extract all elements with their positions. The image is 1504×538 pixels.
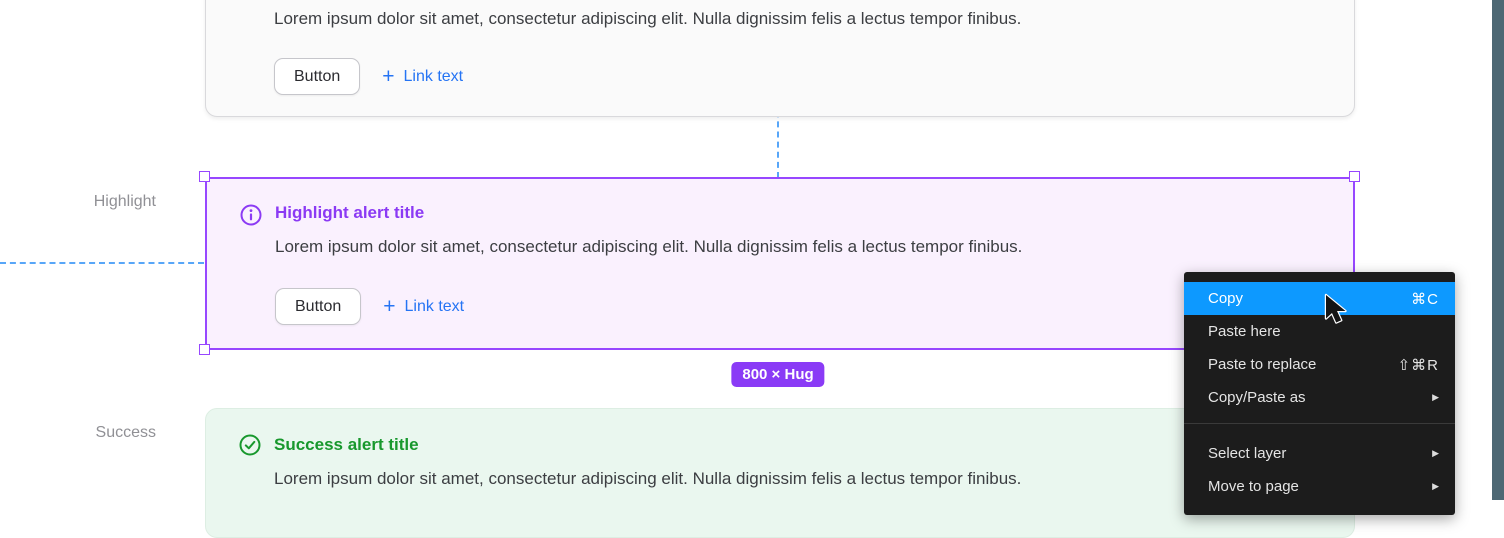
horizontal-alignment-guide [0,262,204,264]
menu-item-label: Move to page [1208,478,1299,495]
alert-link[interactable]: + Link text [382,66,463,87]
menu-item-select-layer[interactable]: Select layer ▶ [1184,437,1455,470]
menu-item-copy[interactable]: Copy ⌘C [1184,282,1455,315]
alert-link[interactable]: + Link text [383,296,464,317]
success-alert-card[interactable]: Success alert title Lorem ipsum dolor si… [205,408,1355,538]
menu-item-move-to-page[interactable]: Move to page ▶ [1184,470,1455,503]
success-alert-title: Success alert title [274,435,419,454]
highlight-row-label: Highlight [93,193,156,210]
alert-body-text: Lorem ipsum dolor sit amet, consectetur … [274,9,1022,28]
menu-item-paste-here[interactable]: Paste here [1184,315,1455,348]
info-circle-icon [240,204,262,226]
success-row-label: Success [95,424,156,441]
plus-icon: + [382,65,395,88]
alert-link-label: Link text [404,297,465,315]
default-alert-card[interactable]: Lorem ipsum dolor sit amet, consectetur … [205,0,1355,117]
selection-handle-bottom-left[interactable] [199,344,210,355]
alert-body-text: Lorem ipsum dolor sit amet, consectetur … [275,237,1023,256]
menu-separator [1184,423,1455,424]
selection-handle-top-left[interactable] [199,171,210,182]
menu-item-shortcut: ⌘C [1411,290,1439,308]
highlight-alert-title: Highlight alert title [275,203,425,222]
menu-item-label: Copy [1208,290,1244,307]
alert-body-text: Lorem ipsum dolor sit amet, consectetur … [274,469,1022,488]
menu-item-label: Select layer [1208,445,1287,462]
menu-item-paste-to-replace[interactable]: Paste to replace ⇧⌘R [1184,348,1455,381]
submenu-arrow-icon: ▶ [1432,448,1439,458]
check-circle-icon [239,434,261,456]
alert-link-label: Link text [403,67,464,85]
selection-handle-top-right[interactable] [1349,171,1360,182]
highlight-alert-card[interactable]: Highlight alert title Lorem ipsum dolor … [205,177,1355,350]
alert-button[interactable]: Button [275,288,362,325]
menu-item-label: Paste to replace [1208,356,1317,373]
alert-button[interactable]: Button [274,58,361,95]
menu-item-label: Paste here [1208,323,1281,340]
menu-item-label: Copy/Paste as [1208,389,1306,406]
selection-size-badge: 800 × Hug [731,362,825,387]
submenu-arrow-icon: ▶ [1432,481,1439,491]
menu-item-shortcut: ⇧⌘R [1397,356,1439,374]
menu-item-copy-paste-as[interactable]: Copy/Paste as ▶ [1184,381,1455,414]
context-menu: Copy ⌘C Paste here Paste to replace ⇧⌘R … [1184,272,1455,515]
scrollbar[interactable] [1492,0,1504,500]
submenu-arrow-icon: ▶ [1432,392,1439,402]
plus-icon: + [383,295,396,318]
